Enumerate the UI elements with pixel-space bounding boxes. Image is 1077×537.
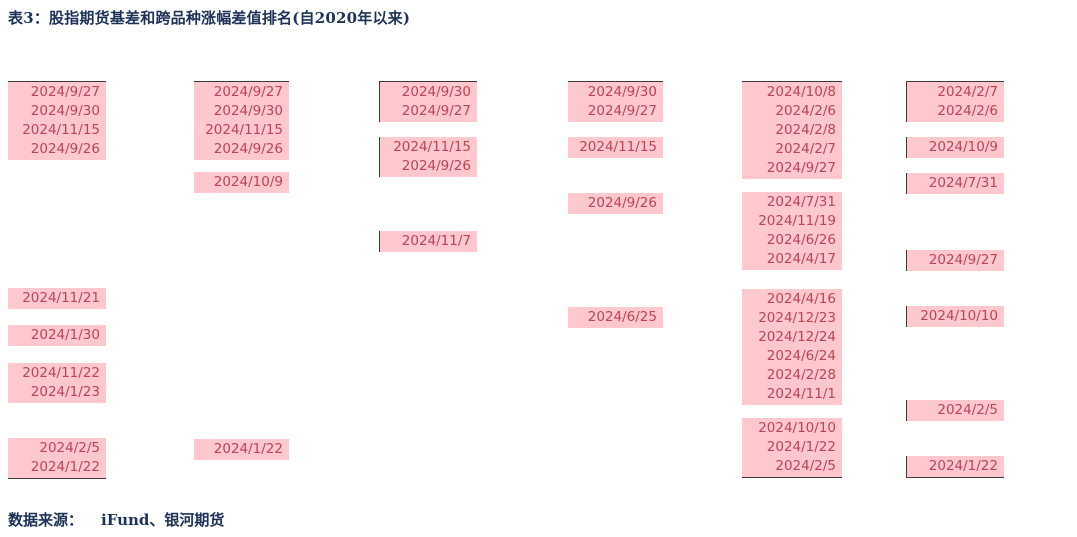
date-cell: 2024/9/27 bbox=[766, 160, 836, 176]
date-cell: 2024/9/30 bbox=[401, 84, 471, 100]
date-cell: 2024/1/22 bbox=[30, 459, 100, 475]
date-cell: 2024/6/25 bbox=[587, 309, 657, 325]
date-block-col6-6: 2024/2/5 bbox=[906, 400, 1004, 421]
date-block-col3-3: 2024/11/7 bbox=[379, 231, 477, 252]
date-cell: 2024/9/30 bbox=[30, 103, 100, 119]
date-block-col3-1: 2024/9/30 2024/9/27 bbox=[379, 81, 477, 122]
date-block-col2-3: 2024/1/22 bbox=[194, 439, 289, 460]
date-cell: 2024/1/22 bbox=[766, 439, 836, 455]
date-cell: 2024/7/31 bbox=[766, 194, 836, 210]
date-cell: 2024/2/7 bbox=[775, 141, 836, 157]
date-cell: 2024/7/31 bbox=[928, 175, 998, 191]
date-cell: 2024/2/6 bbox=[775, 103, 836, 119]
date-cell: 2024/6/24 bbox=[766, 348, 836, 364]
date-cell: 2024/11/1 bbox=[766, 386, 836, 402]
date-block-col5-2: 2024/7/31 2024/11/19 2024/6/26 2024/4/17 bbox=[742, 192, 842, 270]
table-title: 表3：股指期货基差和跨品种涨幅差值排名(自2020年以来) bbox=[8, 9, 411, 27]
date-cell: 2024/9/26 bbox=[587, 195, 657, 211]
date-block-col1-2: 2024/11/21 bbox=[8, 288, 106, 309]
date-block-col1-3: 2024/1/30 bbox=[8, 325, 106, 346]
date-block-col6-5: 2024/10/10 bbox=[906, 306, 1004, 327]
date-cell: 2024/9/30 bbox=[213, 103, 283, 119]
date-cell: 2024/9/26 bbox=[30, 141, 100, 157]
date-block-col3-2: 2024/11/15 2024/9/26 bbox=[379, 137, 477, 177]
date-cell: 2024/10/10 bbox=[758, 420, 836, 436]
date-cell: 2024/11/15 bbox=[22, 122, 100, 138]
date-cell: 2024/10/10 bbox=[920, 308, 998, 324]
date-cell: 2024/9/26 bbox=[213, 141, 283, 157]
data-source-values: iFund、银河期货 bbox=[101, 511, 225, 529]
date-cell: 2024/12/23 bbox=[758, 310, 836, 326]
date-block-col4-2: 2024/11/15 bbox=[568, 137, 663, 158]
date-block-col1-1: 2024/9/27 2024/9/30 2024/11/15 2024/9/26 bbox=[8, 81, 106, 160]
date-block-col2-1: 2024/9/27 2024/9/30 2024/11/15 2024/9/26 bbox=[194, 81, 289, 160]
date-cell: 2024/12/24 bbox=[758, 329, 836, 345]
date-block-col2-2: 2024/10/9 bbox=[194, 172, 289, 193]
date-block-col6-3: 2024/7/31 bbox=[906, 173, 1004, 194]
date-cell: 2024/9/27 bbox=[401, 103, 471, 119]
date-block-col6-2: 2024/10/9 bbox=[906, 137, 1004, 158]
date-cell: 2024/9/27 bbox=[928, 252, 998, 268]
date-cell: 2024/2/5 bbox=[39, 440, 100, 456]
date-cell: 2024/11/22 bbox=[22, 365, 100, 381]
date-cell: 2024/9/27 bbox=[587, 103, 657, 119]
data-source-note: 数据来源： iFund、银河期货 bbox=[8, 510, 224, 530]
date-cell: 2024/1/22 bbox=[213, 441, 283, 457]
date-cell: 2024/2/6 bbox=[937, 103, 998, 119]
date-block-col4-3: 2024/9/26 bbox=[568, 193, 663, 214]
date-cell: 2024/1/22 bbox=[928, 458, 998, 474]
date-cell: 2024/9/27 bbox=[30, 84, 100, 100]
date-block-col6-4: 2024/9/27 bbox=[906, 250, 1004, 271]
date-cell: 2024/2/7 bbox=[937, 84, 998, 100]
date-cell: 2024/1/30 bbox=[30, 327, 100, 343]
date-block-col1-4: 2024/11/22 2024/1/23 bbox=[8, 363, 106, 403]
date-cell: 2024/9/27 bbox=[213, 84, 283, 100]
date-cell: 2024/9/26 bbox=[401, 158, 471, 174]
date-cell: 2024/11/15 bbox=[205, 122, 283, 138]
date-cell: 2024/11/15 bbox=[393, 139, 471, 155]
date-cell: 2024/6/26 bbox=[766, 232, 836, 248]
date-cell: 2024/2/8 bbox=[775, 122, 836, 138]
date-cell: 2024/2/5 bbox=[937, 402, 998, 418]
date-cell: 2024/11/7 bbox=[401, 233, 471, 249]
date-block-col4-1: 2024/9/30 2024/9/27 bbox=[568, 81, 663, 122]
date-cell: 2024/11/15 bbox=[579, 139, 657, 155]
date-block-col5-3: 2024/4/16 2024/12/23 2024/12/24 2024/6/24 20… bbox=[742, 289, 842, 405]
date-cell: 2024/11/21 bbox=[22, 290, 100, 306]
date-cell: 2024/2/5 bbox=[775, 458, 836, 474]
date-block-col1-5: 2024/2/5 2024/1/22 bbox=[8, 438, 106, 479]
date-cell: 2024/4/16 bbox=[766, 291, 836, 307]
date-block-col6-7: 2024/1/22 bbox=[906, 456, 1004, 478]
date-cell: 2024/11/19 bbox=[758, 213, 836, 229]
date-cell: 2024/10/9 bbox=[213, 174, 283, 190]
date-block-col4-4: 2024/6/25 bbox=[568, 307, 663, 328]
date-cell: 2024/10/8 bbox=[766, 84, 836, 100]
date-cell: 2024/10/9 bbox=[928, 139, 998, 155]
date-cell: 2024/9/30 bbox=[587, 84, 657, 100]
date-block-col5-1: 2024/10/8 2024/2/6 2024/2/8 2024/2/7 2024/9/… bbox=[742, 81, 842, 179]
date-cell: 2024/2/28 bbox=[766, 367, 836, 383]
date-block-col6-1: 2024/2/7 2024/2/6 bbox=[906, 81, 1004, 122]
data-source-label: 数据来源： bbox=[8, 511, 84, 529]
date-block-col5-4: 2024/10/10 2024/1/22 2024/2/5 bbox=[742, 418, 842, 478]
date-cell: 2024/1/23 bbox=[30, 384, 100, 400]
date-cell: 2024/4/17 bbox=[766, 251, 836, 267]
